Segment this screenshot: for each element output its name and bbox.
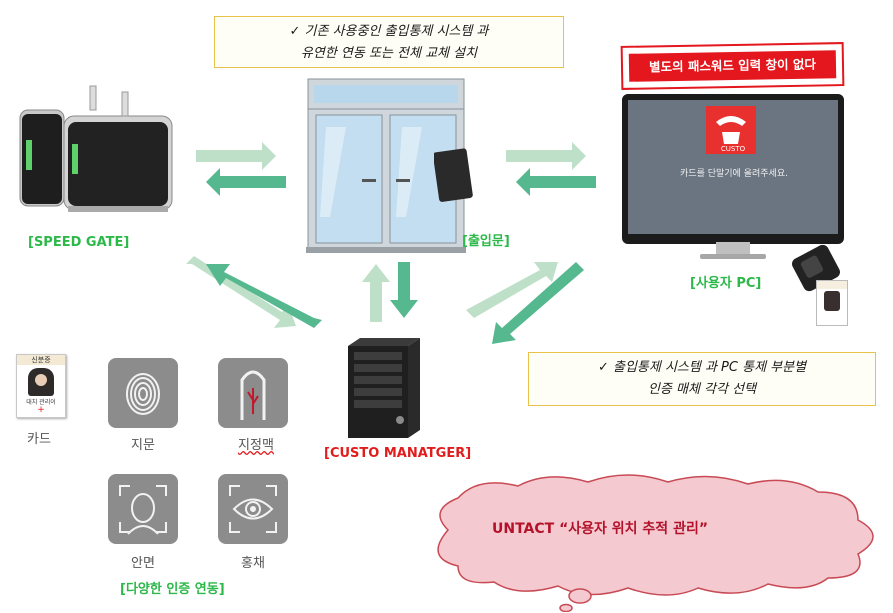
right-callout: ✓ 출입통제 시스템 과 PC 통제 부분별 인증 매체 각각 선택 [528,352,876,406]
user-pc-monitor [622,94,844,259]
top-callout-line2: 유연한 연동 또는 전체 교체 설치 [300,46,478,61]
card-caption: 대치 관리이 [26,399,56,406]
small-id-card [816,280,848,326]
monitor-prompt: 카드를 단말기에 올려주세요. [680,169,788,179]
fingerprint-icon [126,373,160,415]
right-callout-line2: 인증 매체 각각 선택 [647,382,757,397]
auth-label-face: 안면 [131,556,155,571]
desktop-card-reader-icon [792,244,840,292]
fingerprint-tile [108,358,178,428]
manager-label: [CUSTO MANATGER] [324,446,472,461]
door-label: [출입문] [462,234,510,249]
custo-manager-server [348,338,420,438]
auth-label-fingerprint: 지문 [131,438,155,453]
speed-gate-label: [SPEED GATE] [28,235,130,250]
auth-label-iris: 홍채 [241,556,265,571]
speed-gate-image [19,85,173,212]
entrance-door-image [306,78,466,253]
monitor-logo-text: CUSTO [720,145,746,153]
auth-label-vein: 지정맥 [238,438,274,453]
top-callout: ✓ 기존 사용중인 출입통제 시스템 과 유연한 연동 또는 전체 교체 설치 [214,16,564,68]
finger-vein-icon [240,370,266,420]
untact-cloud [437,474,874,612]
user-pc-label: [사용자 PC] [690,276,762,291]
iris-icon [229,485,277,533]
auth-group-label: [다양한 인증 연동] [120,582,225,597]
auth-label-card: 카드 [27,432,51,447]
card-reader-icon [434,148,473,202]
door-pc-arrows [506,142,596,196]
door-manager-arrows [362,262,418,322]
right-callout-line1: ✓ 출입통제 시스템 과 PC 통제 부분별 [597,360,807,375]
gate-door-arrows [196,142,286,196]
finger-vein-tile [218,358,288,428]
cloud-text: UNTACT “사용자 위치 추적 관리” [492,521,709,537]
pc-manager-arrows [466,262,584,344]
face-recognition-icon [119,485,167,535]
card-top-name: 신분증 [17,355,65,365]
gate-manager-arrows [186,256,322,328]
face-tile [108,474,178,544]
top-callout-line1: ✓ 기존 사용중인 출입통제 시스템 과 [289,24,489,39]
iris-tile [218,474,288,544]
id-card-icon: 신분증 대치 관리이 + [16,354,66,418]
